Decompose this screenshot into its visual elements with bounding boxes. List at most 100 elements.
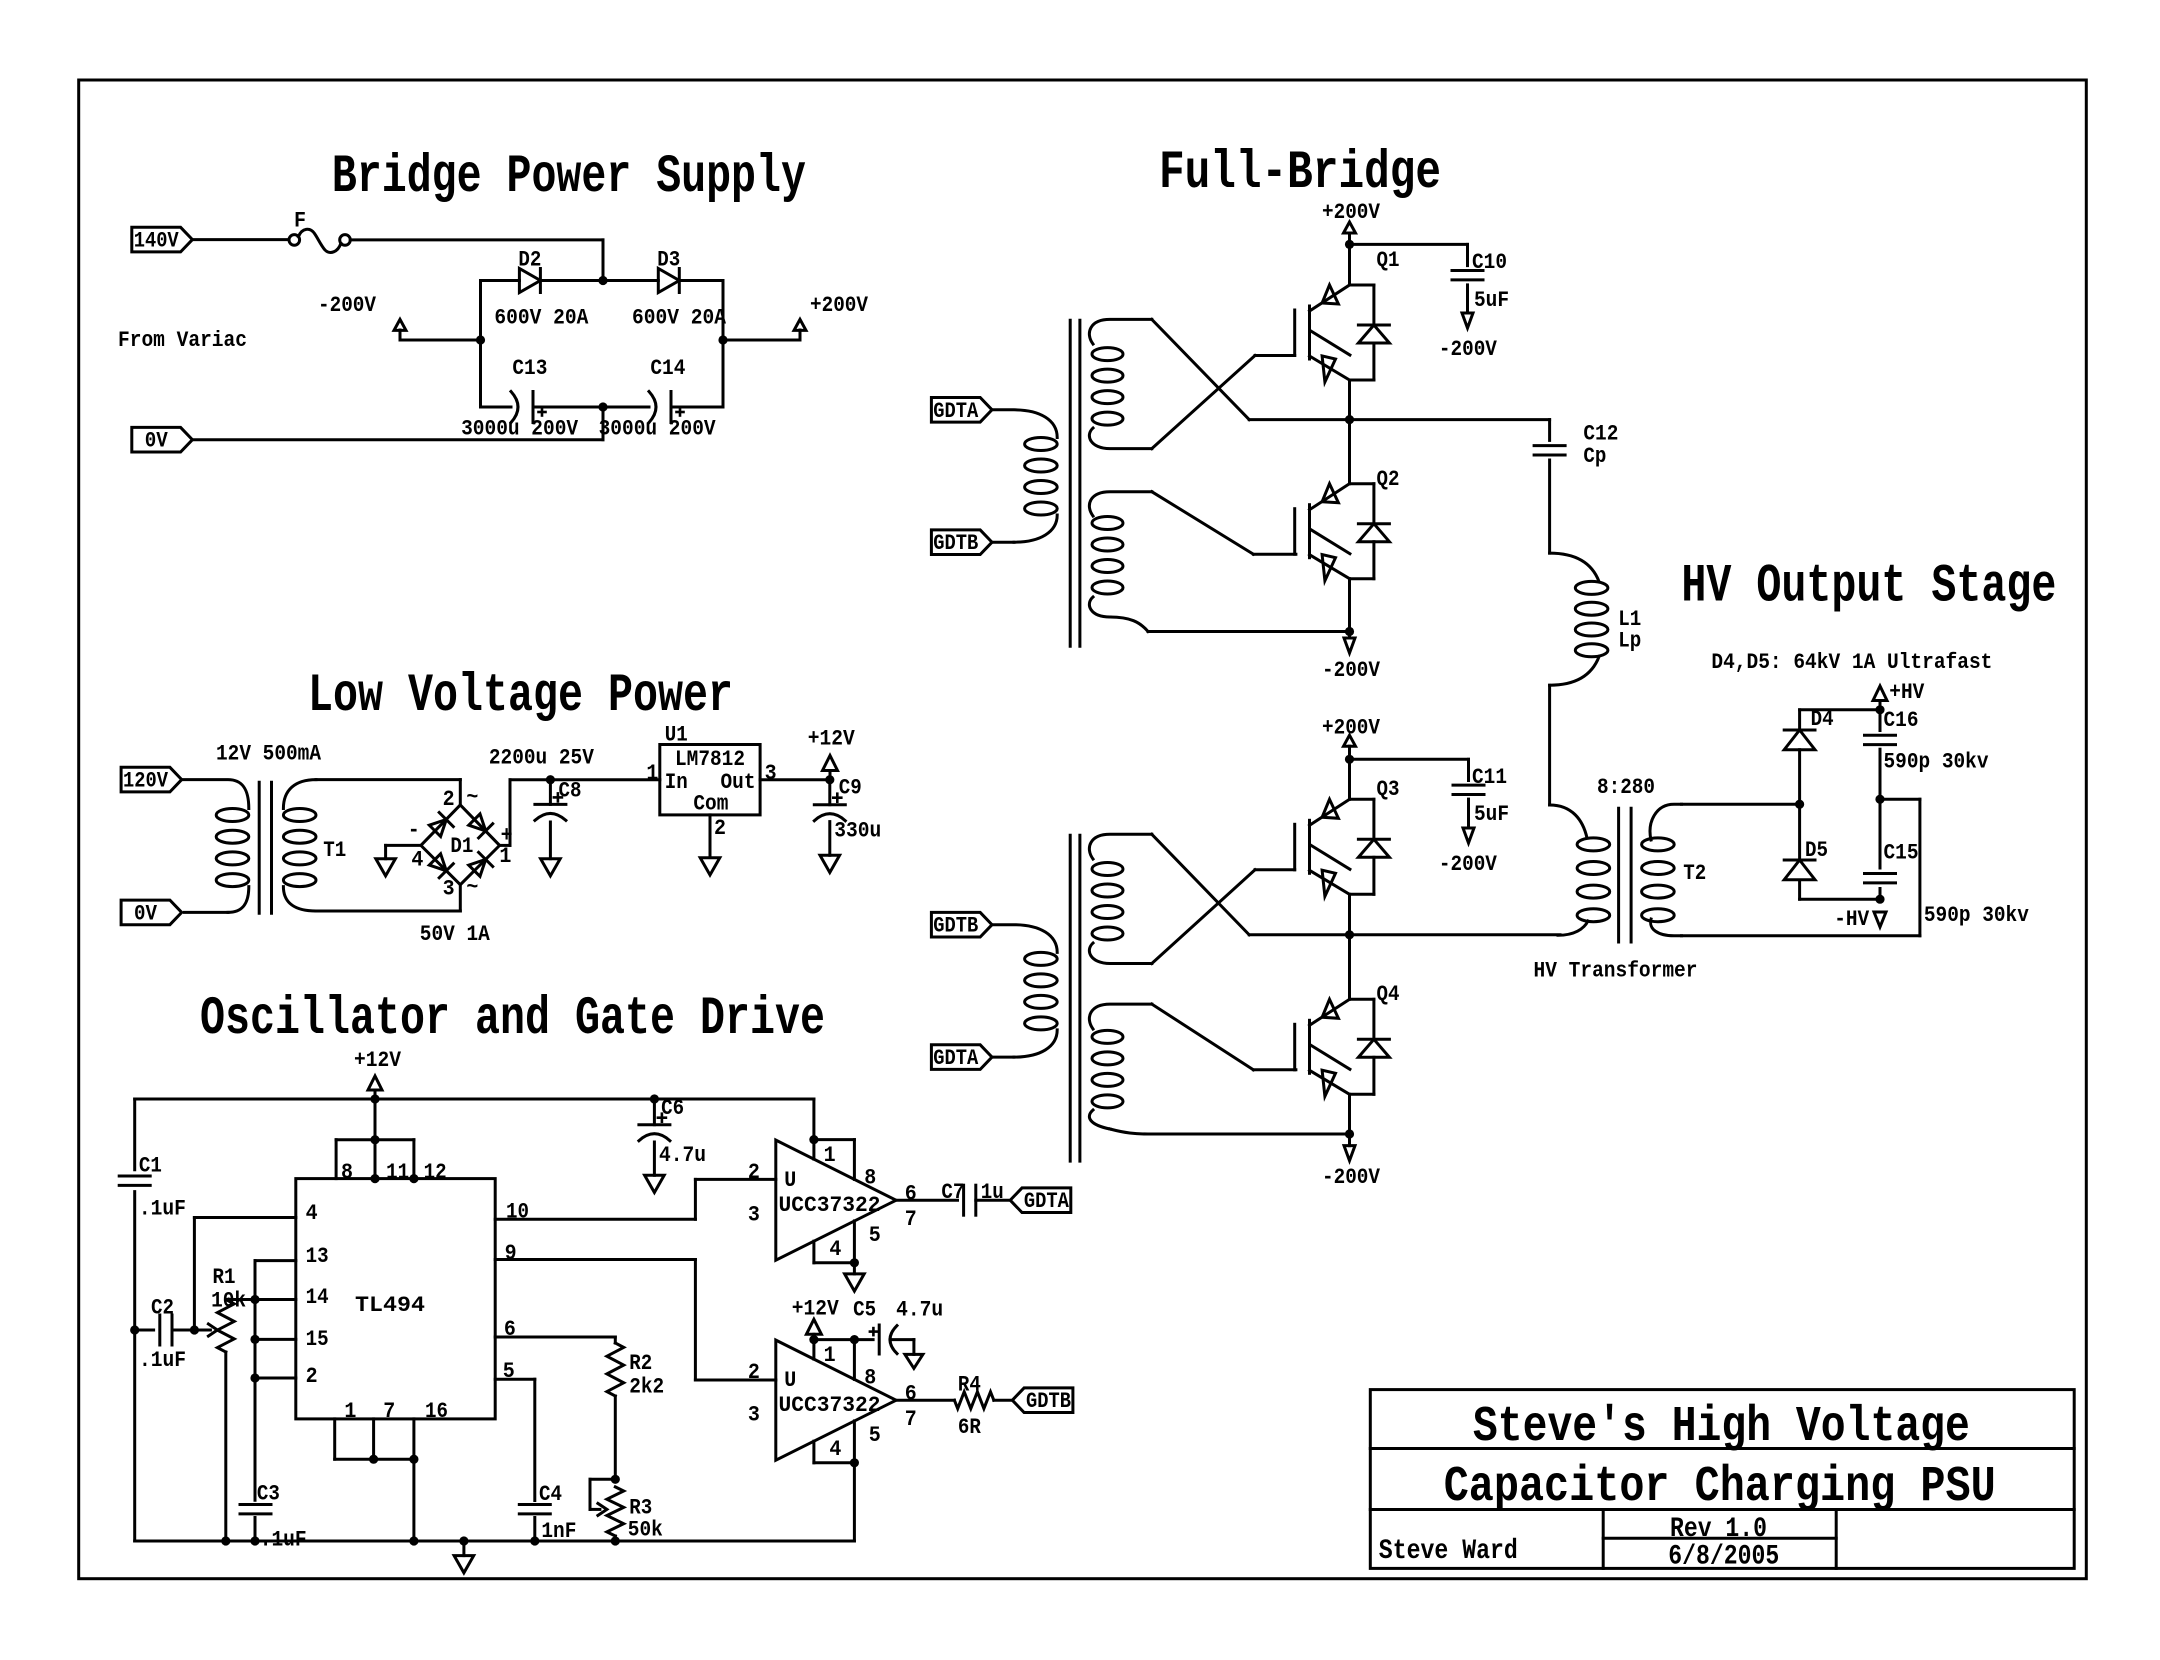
svg-text:+12V: +12V [354, 1048, 402, 1073]
svg-text:+200V: +200V [810, 293, 869, 318]
svg-text:3000u 200V: 3000u 200V [599, 417, 717, 442]
svg-text:12V 500mA: 12V 500mA [216, 741, 322, 766]
svg-text:U: U [784, 1168, 796, 1193]
svg-text:From Variac: From Variac [118, 328, 247, 353]
svg-text:50V 1A: 50V 1A [420, 922, 491, 947]
svg-text:-200V: -200V [1439, 337, 1498, 362]
svg-text:2: 2 [443, 787, 455, 812]
svg-text:7: 7 [905, 1407, 917, 1432]
svg-text:GDTB: GDTB [933, 914, 978, 939]
svg-text:3: 3 [443, 877, 455, 902]
svg-text:6: 6 [504, 1317, 516, 1342]
svg-text:4: 4 [306, 1201, 318, 1226]
svg-text:U: U [784, 1368, 796, 1393]
svg-text:140V: 140V [134, 229, 180, 254]
svg-text:C8: C8 [559, 778, 582, 803]
svg-text:C2: C2 [151, 1295, 174, 1320]
svg-text:590p 30kv: 590p 30kv [1924, 903, 2029, 928]
svg-text:LM7812: LM7812 [675, 747, 745, 772]
svg-text:.1uF: .1uF [139, 1348, 186, 1373]
svg-text:C14: C14 [650, 356, 685, 381]
svg-text:4: 4 [411, 848, 423, 873]
svg-text:R1: R1 [213, 1265, 236, 1290]
svg-text:C3: C3 [257, 1481, 280, 1506]
svg-text:Steve Ward: Steve Ward [1379, 1536, 1518, 1567]
svg-text:C15: C15 [1884, 841, 1919, 866]
svg-text:3000u 200V: 3000u 200V [461, 417, 579, 442]
svg-text:Lp: Lp [1618, 628, 1641, 653]
svg-text:6: 6 [905, 1382, 917, 1407]
svg-text:GDTA: GDTA [1024, 1189, 1070, 1214]
svg-text:8: 8 [864, 1165, 876, 1190]
svg-text:~: ~ [466, 785, 478, 810]
svg-text:-200V: -200V [1322, 658, 1381, 683]
svg-text:120V: 120V [123, 769, 169, 794]
svg-text:Low Voltage Power: Low Voltage Power [308, 666, 733, 727]
svg-text:HV Output Stage: HV Output Stage [1681, 556, 2056, 617]
svg-text:7: 7 [905, 1207, 917, 1232]
svg-text:+12V: +12V [792, 1296, 840, 1321]
svg-text:10k: 10k [211, 1288, 246, 1313]
svg-text:4.7u: 4.7u [659, 1143, 706, 1168]
svg-text:2: 2 [306, 1364, 318, 1389]
svg-text:12: 12 [424, 1160, 447, 1185]
svg-text:In: In [665, 770, 688, 795]
svg-text:16: 16 [425, 1399, 448, 1424]
svg-text:4.7u: 4.7u [896, 1298, 943, 1323]
svg-text:5: 5 [869, 1223, 881, 1248]
svg-text:15: 15 [306, 1327, 329, 1352]
svg-text:3: 3 [748, 1402, 760, 1427]
svg-text:F: F [294, 209, 306, 234]
svg-text:~: ~ [466, 875, 478, 900]
svg-text:4: 4 [829, 1237, 841, 1262]
svg-text:8: 8 [864, 1365, 876, 1390]
svg-text:2: 2 [748, 1160, 760, 1185]
svg-text:C9: C9 [839, 776, 862, 801]
svg-text:+200V: +200V [1322, 200, 1381, 225]
svg-text:14: 14 [306, 1285, 329, 1310]
svg-text:C1: C1 [139, 1154, 162, 1179]
svg-text:-200V: -200V [318, 293, 377, 318]
svg-text:1: 1 [824, 1343, 836, 1368]
svg-text:2: 2 [714, 816, 726, 841]
svg-text:D4,D5: 64kV 1A Ultrafast: D4,D5: 64kV 1A Ultrafast [1711, 650, 1992, 675]
svg-text:600V 20A: 600V 20A [632, 306, 727, 331]
svg-text:C7: C7 [941, 1180, 964, 1205]
svg-text:Out: Out [721, 770, 756, 795]
svg-text:1: 1 [344, 1399, 356, 1424]
svg-text:-HV: -HV [1834, 907, 1870, 932]
svg-text:C16: C16 [1884, 708, 1919, 733]
svg-text:Full-Bridge: Full-Bridge [1159, 143, 1441, 204]
svg-text:11: 11 [386, 1160, 409, 1185]
svg-text:5uF: 5uF [1474, 288, 1509, 313]
svg-text:Q1: Q1 [1377, 248, 1400, 273]
svg-text:7: 7 [383, 1399, 395, 1424]
svg-text:2k2: 2k2 [629, 1375, 664, 1400]
svg-text:UCC37322: UCC37322 [779, 1393, 881, 1418]
svg-text:1: 1 [646, 761, 658, 786]
svg-text:C6: C6 [661, 1096, 684, 1121]
svg-text:2: 2 [748, 1360, 760, 1385]
svg-text:R2: R2 [629, 1351, 652, 1376]
svg-text:590p 30kv: 590p 30kv [1884, 750, 1989, 775]
svg-text:50k: 50k [628, 1518, 663, 1543]
svg-text:+12V: +12V [808, 727, 856, 752]
svg-text:R4: R4 [958, 1372, 981, 1397]
svg-text:5uF: 5uF [1474, 802, 1509, 827]
svg-text:Oscillator and Gate Drive: Oscillator and Gate Drive [200, 989, 825, 1050]
svg-text:GDTB: GDTB [1026, 1389, 1071, 1414]
svg-text:D2: D2 [518, 247, 541, 272]
svg-text:Cp: Cp [1583, 444, 1606, 469]
svg-text:6: 6 [905, 1182, 917, 1207]
svg-text:-: - [408, 818, 420, 843]
svg-text:-200V: -200V [1439, 852, 1498, 877]
svg-text:Steve's High Voltage: Steve's High Voltage [1473, 1399, 1970, 1456]
svg-text:HV Transformer: HV Transformer [1534, 959, 1698, 984]
svg-text:TL494: TL494 [355, 1293, 425, 1318]
svg-text:2200u 25V: 2200u 25V [489, 746, 595, 771]
svg-text:U1: U1 [665, 722, 688, 747]
svg-text:0V: 0V [145, 429, 169, 454]
svg-text:1: 1 [499, 844, 511, 869]
svg-text:C4: C4 [539, 1482, 562, 1507]
svg-text:1u: 1u [981, 1180, 1004, 1205]
